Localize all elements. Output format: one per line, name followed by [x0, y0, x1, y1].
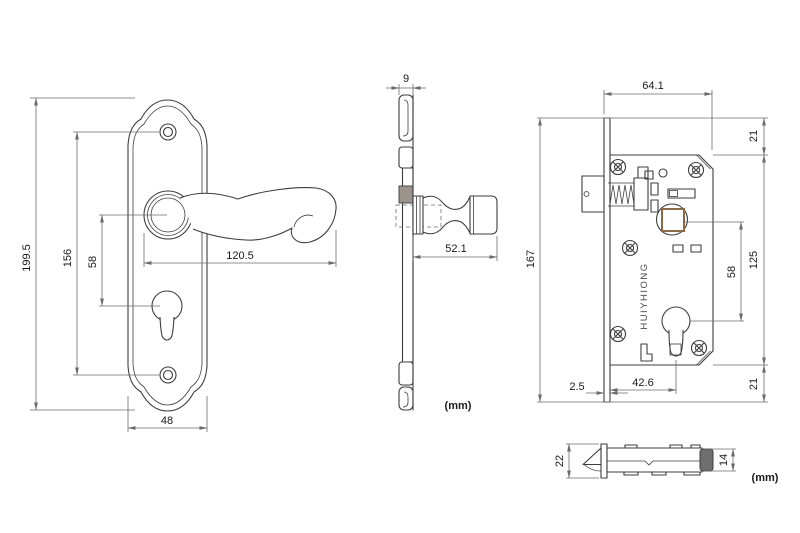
dim-plate-width: 48: [127, 396, 208, 432]
dim-chain-right: 21 125 21: [713, 117, 768, 403]
handle-side-profile: [395, 195, 498, 235]
case-holes: [637, 166, 702, 253]
dim-handle-to-cylinder-label: 58: [87, 256, 99, 268]
lock-body-view: HUIYHIONG 64.1 167 21 125: [525, 80, 768, 403]
dim-case-height-label: 125: [748, 251, 760, 269]
dim-top-offset-label: 21: [748, 130, 760, 142]
dim-faceplate-thickness: 2.5: [569, 381, 628, 395]
dim-plate-thickness-label: 9: [403, 73, 409, 85]
lock-faceplate: [603, 117, 611, 403]
latch-part-view: 22 14 (mm): [554, 443, 779, 484]
backplate-outline: [127, 99, 208, 412]
dim-flange-height: 22: [554, 443, 599, 479]
dim-lever-length-label: 120.5: [226, 250, 254, 262]
dim-flange-height-label: 22: [554, 455, 566, 467]
dim-faceplate-thickness-label: 2.5: [569, 381, 584, 393]
dim-handle-depth: 52.1: [412, 236, 498, 261]
latch-end-cap: [699, 448, 714, 472]
spindle-hub: [655, 203, 744, 236]
euro-cylinder-hole: [661, 306, 744, 357]
dim-handle-depth-label: 52.1: [445, 243, 466, 255]
dim-screw-spacing: 156: [62, 131, 159, 376]
dim-plate-thickness: 9: [386, 73, 426, 95]
latch-spring: [608, 177, 649, 211]
dim-plate-width-label: 48: [161, 415, 173, 427]
dim-faceplate-height-label: 167: [525, 250, 537, 268]
units-note-side: (mm): [445, 400, 472, 412]
side-plate-shading: [398, 185, 414, 204]
screw-hole-top: [159, 123, 177, 141]
handle-side-view: 9 52.1 (mm): [386, 73, 498, 412]
brand-stamp: HUIYHIONG: [639, 262, 650, 329]
latch-bolt-lock: [581, 175, 605, 213]
dim-backset: 42.6: [609, 360, 677, 394]
dim-body-height: 14: [704, 448, 736, 472]
dim-case-width: 64.1: [603, 80, 713, 150]
dim-case-width-label: 64.1: [642, 80, 663, 92]
dim-overall-height: 199.5: [21, 97, 135, 411]
screw-hole-bottom: [159, 366, 177, 384]
latch-bevel: [582, 447, 602, 466]
dim-hub-to-cylinder: 58: [726, 221, 743, 322]
side-plate-profile: [398, 94, 414, 411]
units-note-latch: (mm): [752, 472, 779, 484]
dim-bottom-offset-label: 21: [748, 378, 760, 390]
dim-backset-label: 42.6: [632, 377, 653, 389]
dim-lever-length: 120.5: [143, 230, 337, 267]
dim-screw-spacing-label: 156: [62, 249, 74, 267]
spindle-square: [661, 208, 685, 232]
handle-front-view: 199.5 156 58 120.5 48: [21, 97, 337, 432]
dim-body-height-label: 14: [718, 454, 730, 466]
dim-faceplate-height: 167: [525, 117, 768, 403]
stamp-mark: [640, 343, 653, 362]
dim-hub-to-cylinder-label: 58: [726, 266, 738, 278]
latch-part-body: [582, 443, 714, 479]
lock-screws: [609, 158, 708, 357]
dim-handle-to-cylinder: 58: [87, 214, 167, 307]
dim-overall-height-label: 199.5: [21, 244, 33, 272]
lever-handle: [179, 187, 337, 244]
